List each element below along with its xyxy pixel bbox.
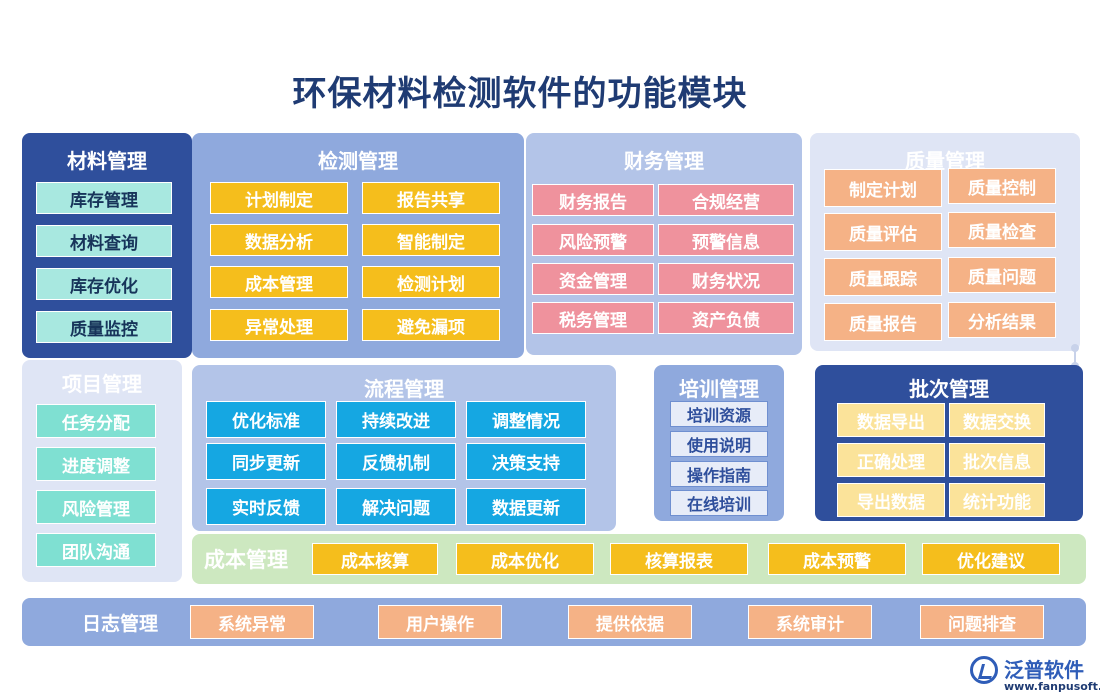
material-panel: 材料管理 库存管理 材料查询 库存优化 质量监控: [22, 133, 192, 358]
batch-panel: 批次管理 数据导出 数据交换 正确处理 批次信息 导出数据 统计功能: [815, 365, 1083, 521]
cost-item: 优化建议: [922, 543, 1060, 575]
detect-item: 报告共享: [362, 182, 500, 214]
quality-item: 制定计划: [824, 169, 942, 207]
train-item: 培训资源: [670, 401, 768, 427]
finance-item: 税务管理: [532, 302, 654, 334]
batch-item: 数据导出: [837, 403, 945, 437]
logo-mark-icon: [970, 656, 998, 684]
material-panel-title: 材料管理: [67, 149, 147, 173]
process-item: 调整情况: [466, 401, 586, 438]
quality-item: 质量评估: [824, 213, 942, 251]
quality-item: 质量检查: [948, 212, 1056, 248]
process-item: 反馈机制: [336, 443, 456, 480]
quality-item: 质量控制: [948, 168, 1056, 204]
batch-item: 数据交换: [949, 403, 1045, 437]
train-item: 使用说明: [670, 431, 768, 457]
detect-item: 数据分析: [210, 224, 348, 256]
process-panel-title: 流程管理: [364, 377, 444, 401]
cost-panel: 成本管理 成本核算 成本优化 核算报表 成本预警 优化建议: [192, 534, 1086, 584]
detect-item: 检测计划: [362, 266, 500, 298]
material-item: 库存优化: [36, 268, 172, 300]
quality-panel: 质量管理 制定计划 质量控制 质量评估 质量检查 质量跟踪 质量问题 质量报告 …: [810, 133, 1080, 351]
material-item: 库存管理: [36, 182, 172, 214]
finance-item: 风险预警: [532, 224, 654, 256]
quality-item: 质量跟踪: [824, 258, 942, 296]
project-item: 风险管理: [36, 490, 156, 524]
process-item: 同步更新: [206, 443, 326, 480]
cost-panel-title: 成本管理: [204, 548, 288, 572]
logo-url: www.fanpusoft.com: [1004, 680, 1100, 693]
detect-item: 成本管理: [210, 266, 348, 298]
train-item: 操作指南: [670, 461, 768, 487]
logo-name: 泛普软件: [1004, 658, 1084, 682]
quality-item: 质量报告: [824, 303, 942, 341]
train-item: 在线培训: [670, 490, 768, 516]
finance-item: 资金管理: [532, 263, 654, 295]
train-panel: 培训管理 培训资源 使用说明 操作指南 在线培训: [654, 365, 784, 521]
project-panel-title: 项目管理: [62, 372, 142, 396]
finance-panel-title: 财务管理: [624, 149, 704, 173]
quality-item: 质量问题: [948, 257, 1056, 293]
connector-stroke: [1074, 348, 1076, 366]
batch-item: 统计功能: [949, 483, 1045, 517]
project-item: 进度调整: [36, 447, 156, 481]
log-item: 问题排查: [920, 605, 1044, 639]
batch-item: 正确处理: [837, 443, 945, 477]
process-panel: 流程管理 优化标准 持续改进 调整情况 同步更新 反馈机制 决策支持 实时反馈 …: [192, 365, 616, 531]
detect-item: 智能制定: [362, 224, 500, 256]
log-panel-title: 日志管理: [82, 613, 159, 635]
finance-item: 财务状况: [658, 263, 794, 295]
cost-item: 成本优化: [456, 543, 594, 575]
finance-item: 预警信息: [658, 224, 794, 256]
process-item: 优化标准: [206, 401, 326, 438]
log-panel: 日志管理 系统异常 用户操作 提供依据 系统审计 问题排查: [22, 598, 1086, 646]
finance-item: 资产负债: [658, 302, 794, 334]
finance-item: 财务报告: [532, 184, 654, 216]
finance-item: 合规经营: [658, 184, 794, 216]
process-item: 持续改进: [336, 401, 456, 438]
detect-item: 异常处理: [210, 309, 348, 341]
material-item: 质量监控: [36, 311, 172, 343]
batch-item: 导出数据: [837, 483, 945, 517]
detect-panel: 检测管理 计划制定 报告共享 数据分析 智能制定 成本管理 检测计划 异常处理 …: [192, 133, 524, 358]
cost-item: 成本核算: [312, 543, 438, 575]
log-item: 系统异常: [190, 605, 314, 639]
brand-logo: 泛普软件 www.fanpusoft.com: [968, 650, 1100, 696]
quality-item: 分析结果: [948, 302, 1056, 338]
batch-panel-title: 批次管理: [909, 377, 989, 401]
detect-item: 避免漏项: [362, 309, 500, 341]
project-item: 任务分配: [36, 404, 156, 438]
detect-item: 计划制定: [210, 182, 348, 214]
page-title: 环保材料检测软件的功能模块: [292, 74, 748, 114]
log-item: 提供依据: [568, 605, 692, 639]
batch-item: 批次信息: [949, 443, 1045, 477]
log-item: 系统审计: [748, 605, 872, 639]
log-item: 用户操作: [378, 605, 502, 639]
process-item: 实时反馈: [206, 488, 326, 525]
process-item: 数据更新: [466, 488, 586, 525]
process-item: 解决问题: [336, 488, 456, 525]
detect-panel-title: 检测管理: [318, 149, 398, 173]
finance-panel: 财务管理 财务报告 合规经营 风险预警 预警信息 资金管理 财务状况 税务管理 …: [526, 133, 802, 355]
cost-item: 核算报表: [610, 543, 748, 575]
cost-item: 成本预警: [768, 543, 906, 575]
train-panel-title: 培训管理: [679, 377, 759, 401]
material-item: 材料查询: [36, 225, 172, 257]
project-panel: 项目管理 任务分配 进度调整 风险管理 团队沟通: [22, 360, 182, 582]
project-item: 团队沟通: [36, 533, 156, 567]
process-item: 决策支持: [466, 443, 586, 480]
